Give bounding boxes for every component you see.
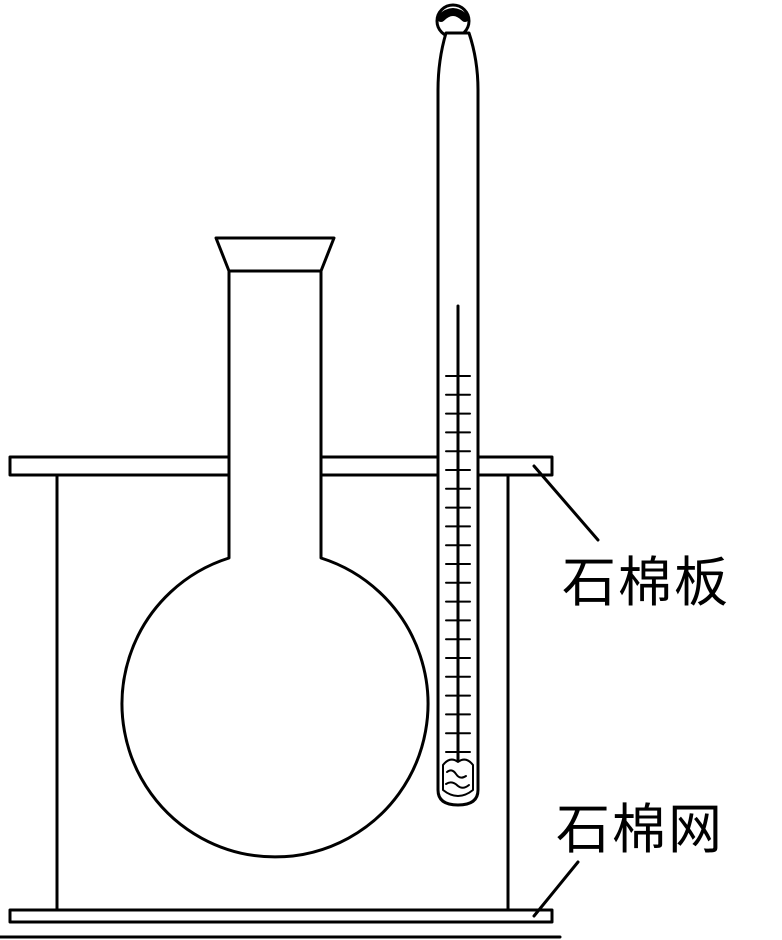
gauze-leader-line [532, 860, 580, 918]
thermometer-bulb [442, 758, 474, 797]
asbestos-gauze [8, 908, 554, 924]
thermometer [435, 3, 480, 807]
asbestos-gauze-label: 石棉网 [556, 798, 724, 861]
asbestos-board-label: 石棉板 [562, 551, 730, 614]
board-leader-line [532, 464, 600, 542]
thermometer-scale [445, 375, 471, 753]
round-bottom-flask [120, 236, 430, 859]
